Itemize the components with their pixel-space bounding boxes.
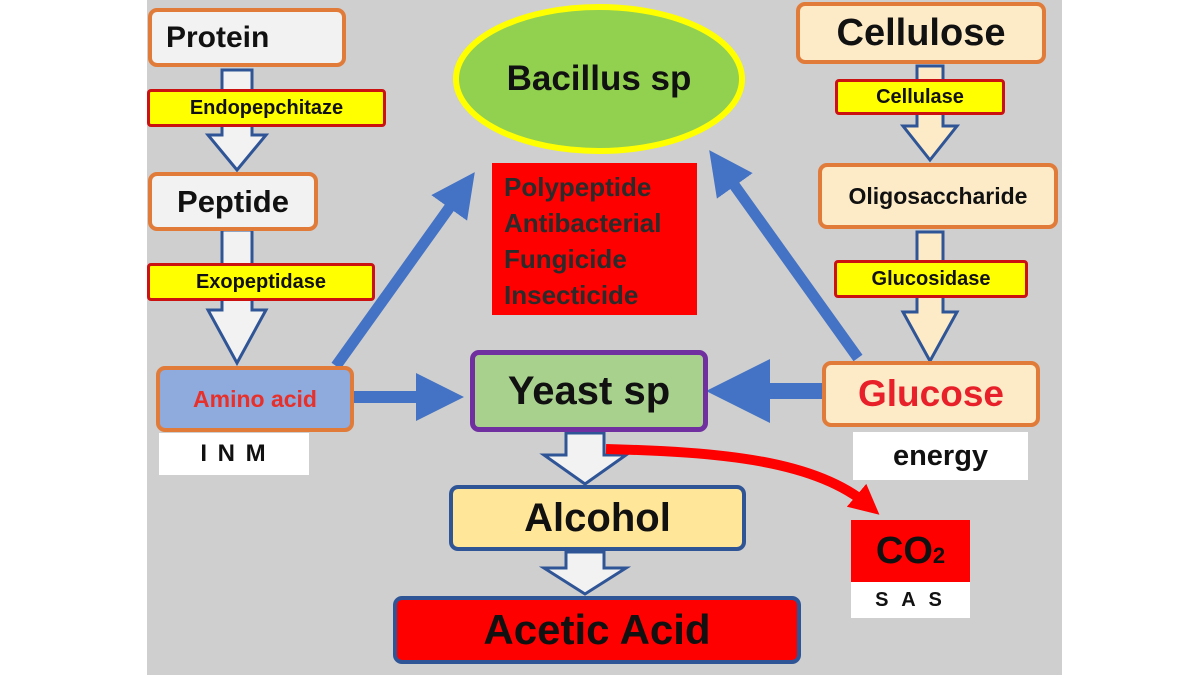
co2-subscript: 2 <box>932 543 946 568</box>
protein-label: Protein <box>166 20 270 54</box>
glucosidase-label: Glucosidase <box>871 267 991 290</box>
arrow-yeast-to-co2 <box>605 444 880 515</box>
amino-acid-box: Amino acid <box>156 366 354 432</box>
bacillus-box: Bacillus sp <box>456 49 742 109</box>
yeast-label: Yeast sp <box>507 368 671 413</box>
product-polypeptide: Polypeptide <box>504 172 652 202</box>
exopeptidase-label: Exopeptidase <box>195 270 327 293</box>
bacillus-label: Bacillus sp <box>506 59 692 98</box>
alcohol-box: Alcohol <box>449 485 746 551</box>
sas-note: S A S <box>875 588 946 611</box>
oligosaccharide-label: Oligosaccharide <box>848 182 1028 209</box>
arrow-glucose-to-bacillus <box>709 150 863 362</box>
co2-label: CO <box>875 530 933 572</box>
alcohol-label: Alcohol <box>524 495 671 540</box>
arrow-amino-to-bacillus <box>331 172 475 370</box>
acetic-acid-label: Acetic Acid <box>483 606 711 653</box>
product-fungicide: Fungicide <box>504 244 627 274</box>
protein-box: Protein <box>148 8 346 67</box>
peptide-label: Peptide <box>177 183 289 219</box>
sas-note-box: S A S <box>851 582 970 618</box>
acetic-acid-box: Acetic Acid <box>393 596 801 664</box>
inm-note-box: I N M <box>159 433 309 475</box>
down-arrow-yeast-alcohol <box>539 431 631 486</box>
inm-note: I N M <box>200 440 268 467</box>
product-insecticide: Insecticide <box>504 280 639 310</box>
energy-note-box: energy <box>853 432 1028 480</box>
cellulase-label-box: Cellulase <box>835 79 1005 115</box>
cellulose-label: Cellulose <box>836 11 1006 54</box>
cellulose-box: Cellulose <box>796 2 1046 64</box>
exopeptidase-label-box: Exopeptidase <box>147 263 375 301</box>
endopeptidase-label-box: Endopepchitaze <box>147 89 386 127</box>
glucose-label: Glucose <box>858 373 1004 414</box>
yeast-box: Yeast sp <box>470 350 708 432</box>
amino-acid-label: Amino acid <box>193 385 317 412</box>
endopepchitaze-label: Endopepchitaze <box>189 96 344 119</box>
glucose-box: Glucose <box>822 361 1040 427</box>
product-antibacterial: Antibacterial <box>504 208 662 238</box>
glucosidase-label-box: Glucosidase <box>834 260 1028 298</box>
oligosaccharide-box: Oligosaccharide <box>818 163 1058 229</box>
bacillus-products-box: Polypeptide Antibacterial Fungicide Inse… <box>492 163 697 315</box>
cellulase-label: Cellulase <box>876 85 964 108</box>
energy-note: energy <box>892 439 989 472</box>
down-arrow-alcohol-acetic <box>538 550 632 596</box>
bacillus-ellipse <box>453 4 745 154</box>
peptide-box: Peptide <box>148 172 318 231</box>
